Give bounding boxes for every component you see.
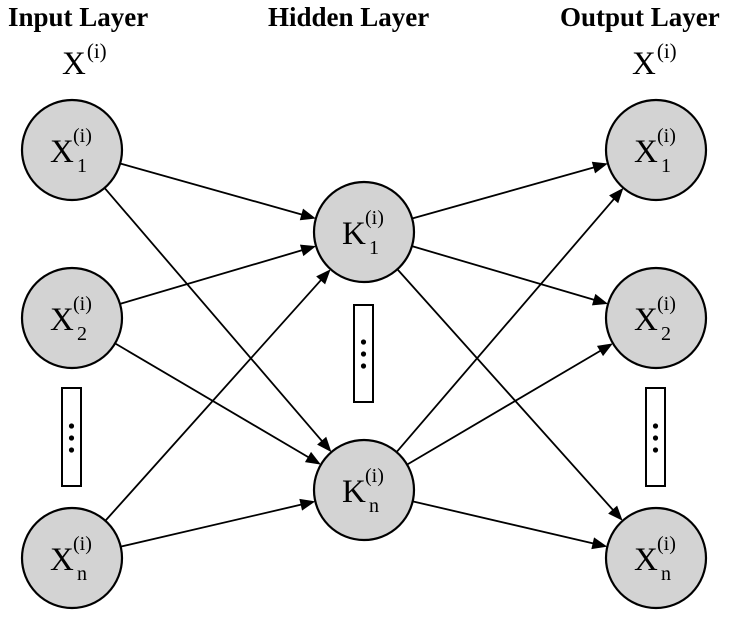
connection-line [104,278,323,522]
output-node-n: X(i) n [604,506,708,610]
edges-group [103,161,624,550]
node-label-sup: (i) [657,293,676,315]
output-node-2: X(i) 2 [604,266,708,370]
hidden-layer-title: Hidden Layer [268,2,430,32]
connection-arrow [396,268,623,521]
input-ellipsis-box [61,387,82,487]
node-label-sup: (i) [73,293,92,315]
arrowhead [299,208,316,221]
node-label-sup: (i) [365,465,384,487]
node-label-sub: n [369,495,379,517]
connection-arrow [406,343,613,466]
arrowhead [591,293,609,306]
ellipsis-dot [360,363,367,369]
input-node-1: X(i) 1 [20,98,124,202]
connection-line [119,162,304,216]
arrowhead [317,436,332,453]
output-layer-symbol: X(i) [632,41,677,82]
node-circle [20,266,124,370]
arrowhead [609,187,624,204]
connection-line [411,166,596,220]
output-node-1: X(i) 1 [604,98,708,202]
input-layer-title: Input Layer [8,2,149,32]
node-label-sup: (i) [657,125,676,147]
connection-arrow [103,187,332,453]
output-layer-title: Output Layer [560,2,720,32]
connection-arrow [119,162,316,221]
hidden-node-1: K(i) 1 [312,180,416,284]
node-label-sup: (i) [365,207,384,229]
connection-line [119,248,304,305]
node-label-base: K [342,216,366,252]
node-label-sub: n [661,563,671,585]
input-layer-symbol: X(i) [62,41,107,82]
nodes-group: X(i)1X(i)2X(i)nK(i)1K(i)nX(i)1X(i)2X(i)n [20,98,708,610]
arrowhead [591,537,608,550]
arrowhead [299,498,316,511]
connection-arrow [411,245,609,306]
input-node-2: X(i) 2 [20,266,124,370]
ellipsis-dot [360,351,367,357]
connection-arrow [411,161,608,220]
connection-line [103,187,324,443]
node-circle [312,180,416,284]
arrowhead [608,505,623,521]
connection-line [411,245,596,302]
node-label-sub: 1 [77,155,87,177]
hidden-node-n: K(i) n [312,438,416,542]
node-circle [604,506,708,610]
ellipsis-dot [360,339,367,345]
node-label-sub: 1 [661,155,671,177]
arrowhead [299,244,317,257]
node-label-base: X [634,302,658,338]
ellipsis-dot [68,435,75,441]
node-circle [20,506,124,610]
input-node-n: X(i) n [20,506,124,610]
node-circle [604,98,708,202]
arrowhead [316,269,331,285]
arrowhead [304,451,321,465]
node-label-sup: (i) [657,533,676,555]
arrowhead [591,161,608,174]
connection-arrow [395,187,624,453]
connection-line [412,500,595,545]
connection-line [396,268,615,512]
node-label-sub: n [77,563,87,585]
node-label-base: X [50,134,74,170]
output-layer-symbol-sup: (i) [656,39,677,63]
node-label-base: X [634,542,658,578]
node-label-sub: 2 [661,323,671,345]
node-label-sub: 1 [369,237,379,259]
connection-arrow [119,244,317,305]
input-layer-symbol-base: X [62,46,86,82]
connection-line [406,349,603,466]
node-label-base: X [50,542,74,578]
connection-line [120,503,303,548]
ellipsis-dot [652,435,659,441]
node-circle [604,266,708,370]
ellipsis-dot [652,447,659,453]
node-label-sup: (i) [73,125,92,147]
node-label-base: K [342,474,366,510]
arrowhead [596,343,613,357]
hidden-ellipsis-box [353,304,374,403]
input-layer-symbol-sup: (i) [86,39,107,63]
ellipsis-dot [68,447,75,453]
node-circle [312,438,416,542]
node-label-sub: 2 [77,323,87,345]
ellipsis-dot [68,423,75,429]
connection-arrow [412,500,608,550]
connection-line [395,197,616,453]
output-ellipsis-box [645,387,666,487]
ellipsis-dot [652,423,659,429]
node-label-base: X [634,134,658,170]
connection-arrow [104,269,331,522]
node-circle [20,98,124,202]
output-layer-symbol-base: X [632,46,656,82]
node-label-sup: (i) [73,533,92,555]
node-label-base: X [50,302,74,338]
connection-arrow [120,498,316,548]
